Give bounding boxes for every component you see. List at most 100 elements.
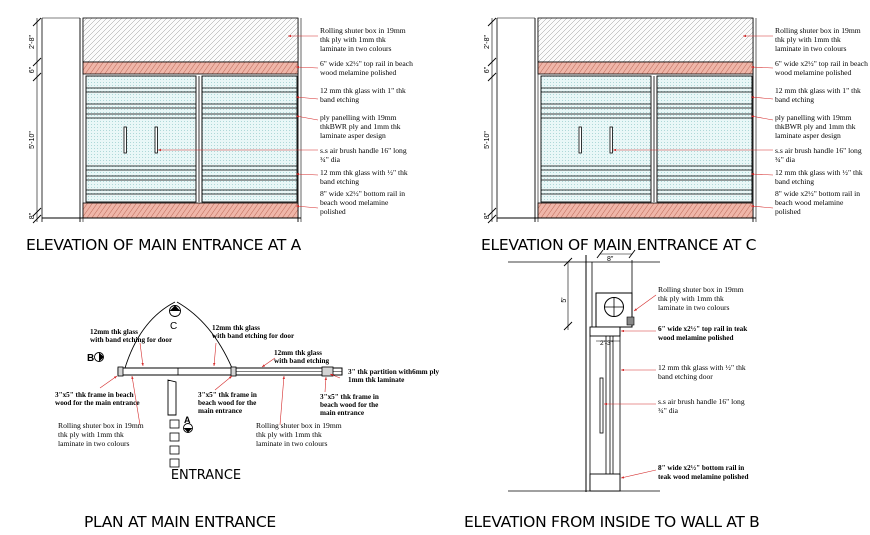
section-marker-b: B	[87, 352, 104, 364]
svg-text:B: B	[87, 353, 94, 364]
note-shutter-left-line: laminate in two colours	[58, 439, 130, 448]
dim-label: 2'-8"	[484, 35, 491, 49]
note-b-handle-line: s.s air brush handle 16" long	[658, 397, 745, 406]
note-b-shutter-line: laminate in two colours	[658, 303, 730, 312]
note-callout-line: band etching	[775, 95, 814, 104]
note-callout-line: beach wood melamine	[775, 198, 844, 207]
step-1	[169, 419, 180, 429]
note-frame-mid-line: main entrance	[198, 407, 242, 415]
note-callout-line: thkBWR ply and 1mm thk	[775, 122, 856, 131]
dim-label: 8"	[484, 212, 491, 219]
note-callout-line: ply panelling with 19mm	[320, 113, 397, 122]
note-callout-line: Rolling shuter box in 19mm	[775, 26, 861, 35]
note-b-shutter-line: Rolling shuter box in 19mm	[658, 285, 744, 294]
note-frame-mid-line: beach wood for the	[198, 399, 256, 407]
note-callout-line: wood melamine polished	[320, 68, 397, 77]
note-callout-line: 12 mm thk glass with ½" thk	[320, 168, 408, 177]
title-elevation-b: ELEVATION FROM INSIDE TO WALL AT B	[464, 513, 760, 531]
note-glass-far-line: with band etching	[274, 357, 330, 365]
elevation-c-drawing: 2'-8"6"5'-10"8"Rolling shuter box in 19m…	[484, 17, 868, 224]
door-leaf	[540, 75, 652, 203]
note-callout-line: laminate asper design	[320, 131, 386, 140]
step-2	[169, 432, 180, 442]
note-callout-line: wood melamine polished	[775, 68, 852, 77]
note-glass-left-line: 12mm thk glass	[90, 328, 138, 336]
dim-label: 6"	[29, 66, 36, 73]
note-callout-line: band etching	[320, 177, 359, 186]
frame-block-left	[117, 366, 124, 377]
note-callout-line: 12 mm thk glass with 1" thk	[320, 86, 406, 95]
note-callout-line: band etching	[320, 95, 359, 104]
note-callout-line: 12 mm thk glass with 1" thk	[775, 86, 861, 95]
bottom-rail	[82, 202, 299, 219]
section-marker-c: C	[169, 305, 181, 332]
note-b-glass-line: 12 mm thk glass with ½" thk	[658, 363, 746, 372]
note-glass-left-line: with band etching for door	[90, 336, 173, 344]
dim-shutter-height: 5'	[561, 297, 568, 302]
note-b-bottom-rail-line: teak wood melamine polished	[658, 473, 748, 481]
door-leaf	[201, 75, 298, 203]
entrance-label: ENTRANCE	[171, 468, 241, 483]
note-glass-right-line: with band etching for door	[212, 332, 295, 340]
title-plan: PLAN AT MAIN ENTRANCE	[84, 513, 276, 531]
elevation-a-drawing: 2'-8"6"5'-10"8"Rolling shuter box in 19m…	[29, 17, 413, 224]
door-swing-right	[176, 301, 233, 369]
door-leaf	[85, 75, 197, 203]
note-b-bottom-rail-line: 8" wide x2½" bottom rail in	[658, 464, 744, 472]
dim-label: 6"	[484, 66, 491, 73]
section-marker-a: A	[183, 415, 193, 433]
dim-top-width: 8"	[607, 256, 614, 263]
note-callout-line: ¾" dia	[320, 155, 341, 164]
note-b-top-rail-line: wood melamine polished	[658, 334, 733, 342]
door-handle	[154, 126, 158, 154]
step-4	[169, 458, 180, 468]
step-3	[169, 445, 180, 455]
bottom-rail-section	[589, 473, 621, 492]
note-callout-line: band etching	[775, 177, 814, 186]
note-glass-far-line: 12mm thk glass	[274, 349, 322, 357]
main-opening-wall	[117, 367, 237, 376]
note-shutter-left-line: Rolling shuter box in 19mm	[58, 421, 144, 430]
note-callout-line: ply panelling with 19mm	[775, 113, 852, 122]
svg-text:A: A	[184, 415, 191, 425]
note-b-top-rail-line: 6" wide x2½" top rail in teak	[658, 325, 747, 333]
dim-label: 8"	[29, 212, 36, 219]
svg-text:C: C	[170, 321, 177, 332]
note-partition-line: 3" thk partition with6mm ply	[348, 368, 439, 376]
note-callout-line: s.s air brush handle 16" long	[320, 146, 407, 155]
note-callout-line: polished	[775, 207, 801, 216]
note-callout-line: laminate asper design	[775, 131, 841, 140]
frame-block-mid	[230, 366, 237, 377]
note-callout-line: s.s air brush handle 16" long	[775, 146, 862, 155]
note-callout-line: laminate in two colours	[320, 44, 392, 53]
note-callout-line: laminate in two colours	[775, 44, 847, 53]
note-b-handle-line: ¾" dia	[658, 406, 679, 415]
note-callout-line: beach wood melamine	[320, 198, 389, 207]
note-b-glass-line: band etching door	[658, 372, 713, 381]
title-elevation-a: ELEVATION OF MAIN ENTRANCE AT A	[26, 236, 302, 254]
door-leaf	[656, 75, 753, 203]
note-shutter-left-line: thk ply with 1mm thk	[58, 430, 124, 439]
door-handle	[578, 126, 582, 154]
note-callout-line: 6" wide x2½" top rail in beach	[775, 59, 868, 68]
note-frame-left-line: 3"x5" thk frame in beach	[55, 391, 134, 399]
shutter-box	[82, 17, 299, 63]
